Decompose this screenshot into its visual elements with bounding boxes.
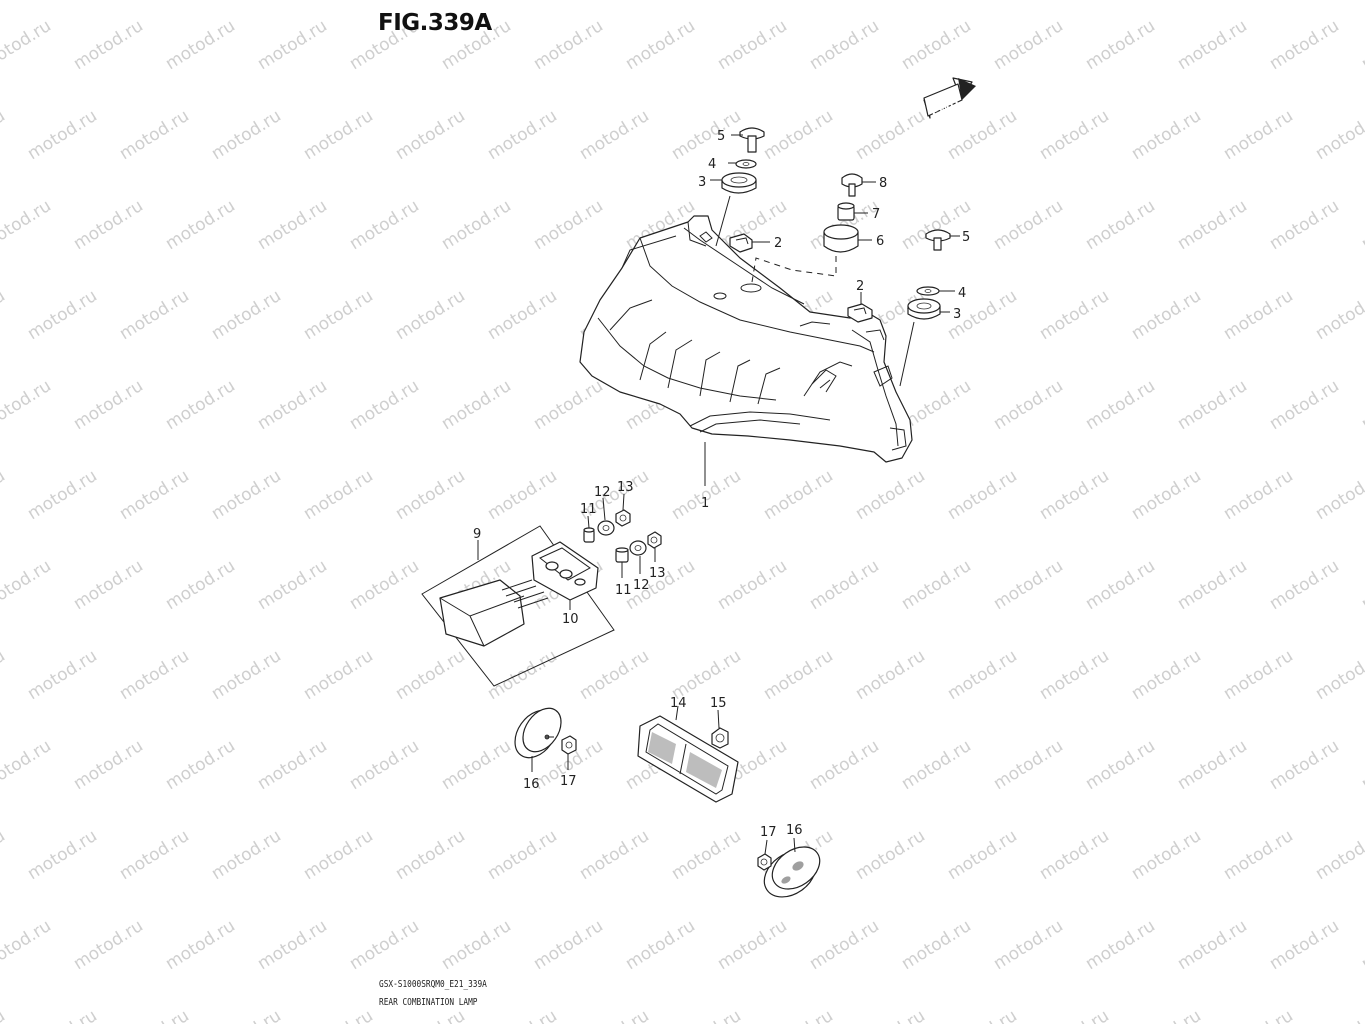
figure-name: REAR COMBINATION LAMP <box>379 997 478 1008</box>
part-11-collar-upper <box>583 527 595 543</box>
part-15-nut <box>711 727 729 749</box>
part-4-washer-left <box>735 159 757 169</box>
part-5-bolt-left <box>739 127 765 153</box>
callout-16-lower: 16 <box>786 823 803 838</box>
part-7-collar <box>837 202 855 221</box>
callout-3-right: 3 <box>953 307 961 322</box>
callout-5-right: 5 <box>962 230 970 245</box>
callout-13-upper: 13 <box>617 480 634 495</box>
callout-12-lower: 12 <box>633 578 650 593</box>
callout-2-left: 2 <box>774 236 782 251</box>
callout-11-lower: 11 <box>615 583 632 598</box>
part-13-nut-upper <box>615 509 631 527</box>
part-10-lamp-lens <box>531 541 599 601</box>
part-12-washer-upper <box>597 520 615 536</box>
callout-17-lower: 17 <box>760 825 777 840</box>
part-17-nut-left <box>561 735 577 755</box>
figure-title: FIG.339A <box>378 10 492 36</box>
part-11-collar-lower <box>615 547 629 563</box>
part-5-bolt-right <box>925 229 951 251</box>
callout-8: 8 <box>879 176 887 191</box>
part-16-reflector-left <box>514 707 562 759</box>
callout-12-upper: 12 <box>594 485 611 500</box>
part-8-screw <box>841 173 863 197</box>
part-3-grommet-right <box>907 298 941 320</box>
callout-4-right: 4 <box>958 286 966 301</box>
part-4-washer-right <box>916 286 940 296</box>
fwd-arrow-icon: FWD <box>923 77 976 119</box>
part-1-tail-housing <box>579 215 913 463</box>
callout-7: 7 <box>872 207 880 222</box>
callout-10: 10 <box>562 612 579 627</box>
callout-3-left: 3 <box>698 175 706 190</box>
part-16-reflector-lower <box>763 846 821 898</box>
part-9-lamp-assembly-frame <box>421 525 615 687</box>
callout-4-left: 4 <box>708 157 716 172</box>
part-17-nut-lower <box>757 853 772 871</box>
part-13-nut-lower <box>647 531 662 549</box>
callout-5-left: 5 <box>717 129 725 144</box>
part-14-rear-reflector <box>637 715 739 803</box>
callout-9: 9 <box>473 527 481 542</box>
callout-1: 1 <box>701 496 709 511</box>
callout-6: 6 <box>876 234 884 249</box>
callout-14: 14 <box>670 696 687 711</box>
part-9-lamp-body <box>439 579 549 647</box>
part-12-washer-lower <box>629 540 647 556</box>
callout-16-left: 16 <box>523 777 540 792</box>
part-2-clip-left <box>729 233 753 253</box>
callout-17-left: 17 <box>560 774 577 789</box>
callout-13-lower: 13 <box>649 566 666 581</box>
part-6-cushion <box>823 224 859 253</box>
callout-2-right: 2 <box>856 279 864 294</box>
callout-11-upper: 11 <box>580 502 597 517</box>
callout-15: 15 <box>710 696 727 711</box>
figure-code: GSX-S1000SRQM0_E21_339A <box>379 979 487 990</box>
part-2-clip-right <box>847 303 873 323</box>
part-3-grommet-left <box>721 172 757 194</box>
